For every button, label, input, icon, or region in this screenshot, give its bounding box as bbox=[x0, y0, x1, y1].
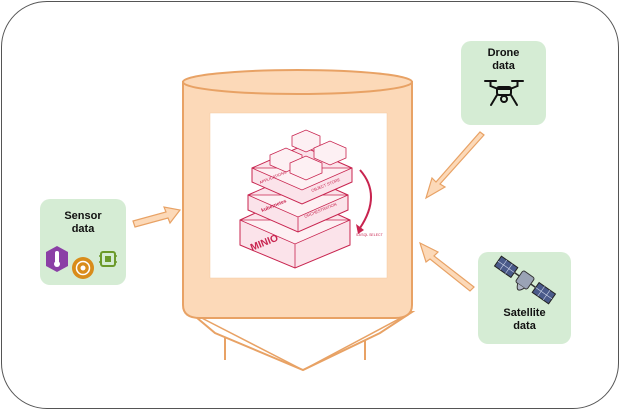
drone-data-card: Drone data bbox=[461, 41, 546, 125]
satellite-data-card: Satellite data bbox=[478, 252, 571, 344]
satellite-icon bbox=[493, 255, 556, 305]
drone-card-title: Drone bbox=[487, 47, 520, 59]
satellite-card-subtitle: data bbox=[513, 320, 536, 332]
thermometer-hexagon-icon bbox=[46, 246, 68, 272]
arrow-satellite-to-silo bbox=[419, 241, 475, 292]
arrow-drone-to-silo bbox=[424, 131, 485, 200]
sensor-card-title: Sensor bbox=[64, 210, 102, 222]
signal-circle-icon bbox=[72, 257, 94, 279]
sensor-data-card: Sensor data bbox=[40, 199, 126, 285]
sensor-chip-icon bbox=[99, 251, 117, 267]
sensor-card-subtitle: data bbox=[71, 223, 95, 235]
sensor-icons bbox=[46, 246, 117, 279]
drone-icon bbox=[483, 80, 524, 106]
arrow-sensor-to-silo bbox=[132, 206, 182, 228]
drone-card-subtitle: data bbox=[492, 60, 515, 72]
stack-label-s3: S3/SQL SELECT bbox=[356, 233, 384, 237]
software-stack-illustration: APPLICATIONS kubernetes ORCHESTRATION OB… bbox=[239, 129, 384, 269]
satellite-card-title: Satellite bbox=[503, 307, 546, 319]
